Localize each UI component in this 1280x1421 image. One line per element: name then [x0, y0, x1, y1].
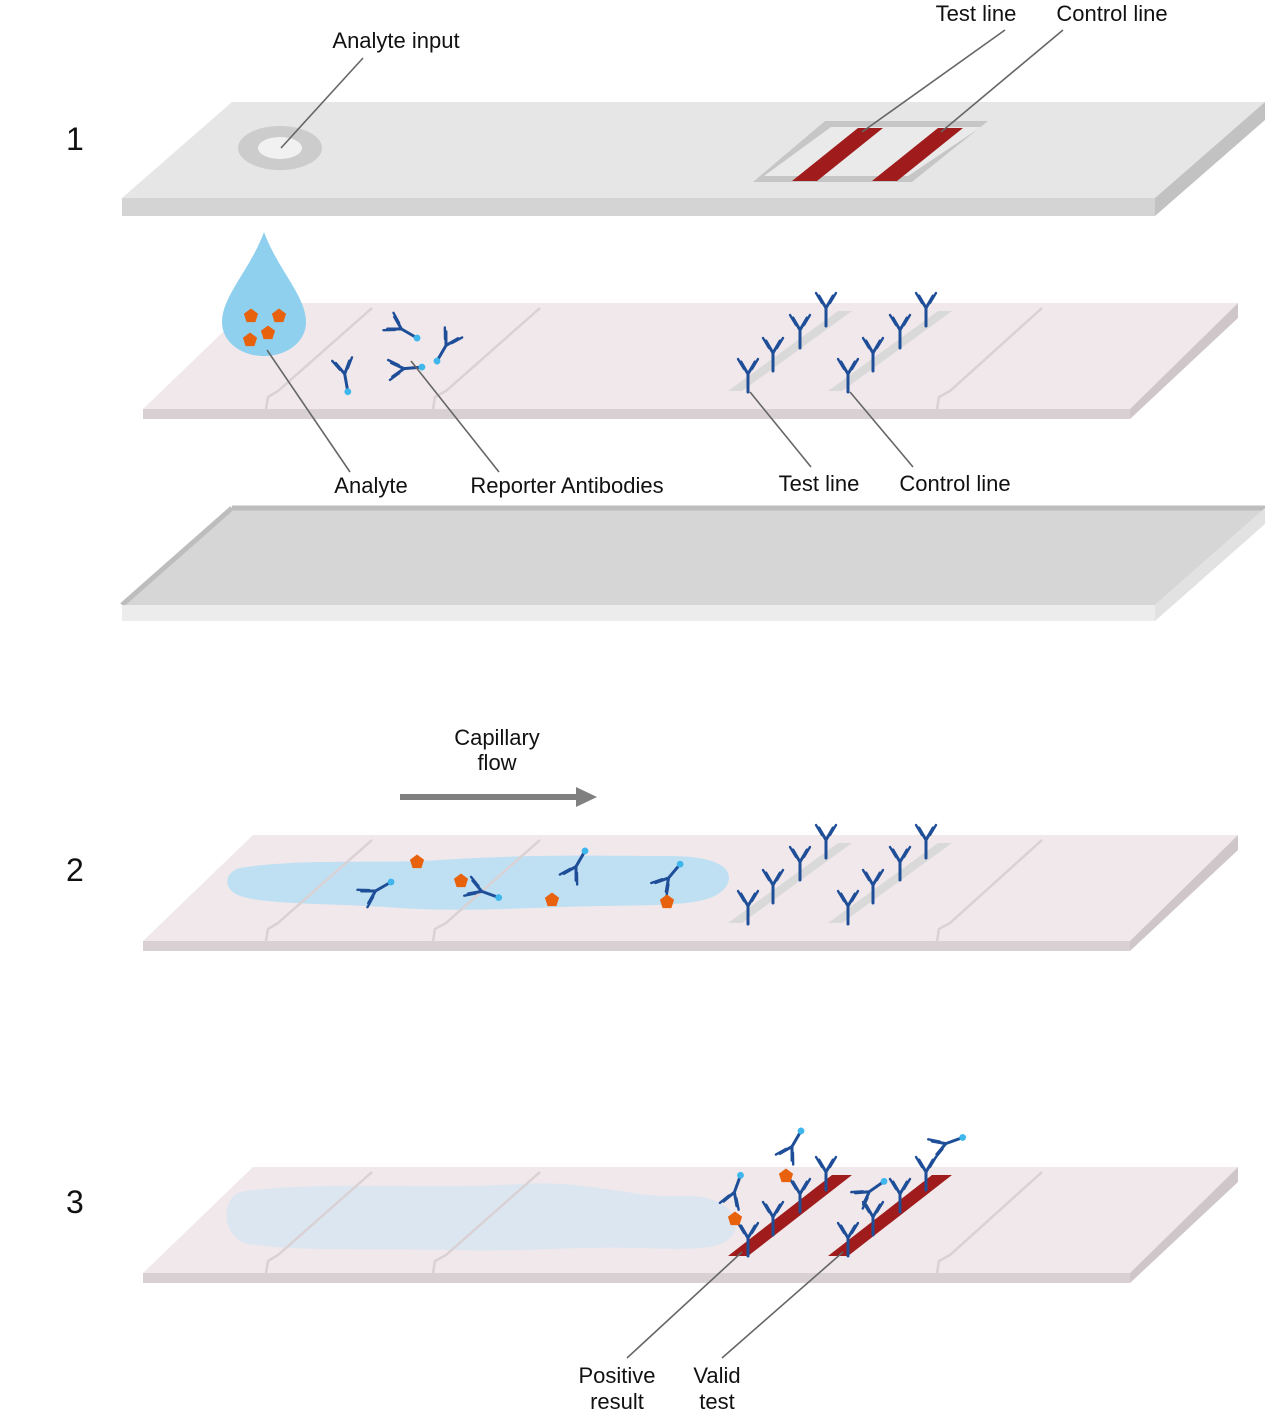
- valid-test-label-line1: Valid: [693, 1363, 740, 1388]
- test-strip-1: [143, 291, 1238, 419]
- liquid-front-3: [226, 1183, 736, 1251]
- capillary-flow-arrow: [400, 787, 597, 807]
- strip-control-line-valid: [828, 1175, 952, 1256]
- sample-droplet: [222, 232, 306, 356]
- analyte-label: Analyte: [334, 473, 407, 498]
- housing-test-line: [792, 128, 883, 181]
- test-line-label-mid: Test line: [779, 471, 860, 496]
- step-number-2: 2: [66, 852, 84, 888]
- valid-test-label-line2: test: [699, 1389, 734, 1414]
- step-number-1: 1: [66, 121, 84, 157]
- capillary-flow-label-line1: Capillary: [454, 725, 540, 750]
- positive-result-label-line2: result: [590, 1389, 644, 1414]
- liquid-front-2: [227, 855, 730, 910]
- control-line-label-mid: Control line: [899, 471, 1010, 496]
- housing-control-line: [872, 128, 963, 181]
- backing-card: [120, 505, 1265, 621]
- cassette-housing: [122, 102, 1265, 216]
- test-strip-3: [143, 1123, 1238, 1283]
- control-line-label-top: Control line: [1056, 1, 1167, 26]
- analyte-input-label: Analyte input: [332, 28, 459, 53]
- capillary-flow-label-line2: flow: [477, 750, 516, 775]
- positive-result-label-line1: Positive: [578, 1363, 655, 1388]
- strip-test-line-positive: [728, 1175, 852, 1256]
- step-number-3: 3: [66, 1184, 84, 1220]
- test-line-label-top: Test line: [936, 1, 1017, 26]
- test-strip-2: [143, 823, 1238, 951]
- reporter-antibodies-label: Reporter Antibodies: [470, 473, 663, 498]
